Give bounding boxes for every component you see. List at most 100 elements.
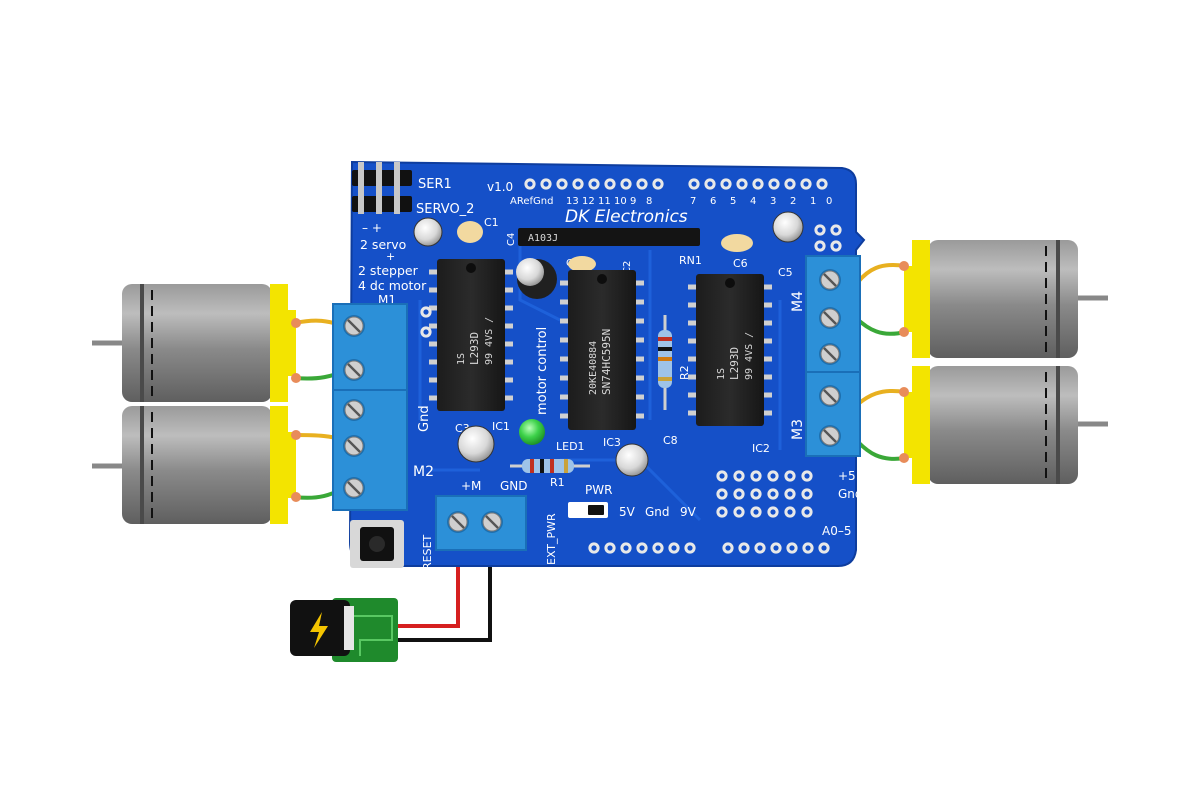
led1-label: LED1	[556, 440, 585, 453]
power-wires	[397, 548, 492, 642]
desc-line-2: 2 stepper	[358, 263, 419, 278]
misc-pad	[420, 306, 432, 318]
power-pad	[620, 542, 632, 554]
plus-m-label: +M	[461, 479, 481, 493]
ceramic-caps	[457, 221, 753, 272]
power-pad	[652, 542, 664, 554]
gnd-top-label: Gnd	[533, 196, 553, 207]
svg-text:A103J: A103J	[528, 233, 558, 244]
digital-pin-label: 5	[730, 196, 736, 207]
ic1-label: IC1	[492, 420, 510, 433]
plus5-label: +5	[838, 469, 856, 483]
motor-tabs	[291, 261, 909, 502]
desc-line-3: 4 dc motor	[358, 278, 427, 293]
9v-label: 9V	[680, 505, 697, 519]
plus-minus-label: – +	[362, 221, 382, 235]
header-pad	[604, 178, 616, 190]
servo-header-ser1	[352, 162, 412, 188]
ic2-label: IC2	[752, 442, 770, 455]
header-pad	[704, 178, 716, 190]
rn1-label: RN1	[679, 254, 702, 267]
black-wire	[397, 548, 492, 642]
servo-header-servo2	[352, 188, 412, 214]
silkscreen: SER1 SERVO_2 v1.0 ARef Gnd DK Electronic…	[358, 177, 863, 570]
c6-label: C6	[733, 257, 748, 270]
desc-line-1: 2 servo	[360, 237, 406, 252]
red-wire	[397, 548, 460, 628]
chip-driver-left: L293D 99 4VS / 1S	[429, 259, 513, 411]
power-pad	[588, 542, 600, 554]
ser1-label: SER1	[418, 177, 452, 192]
gnd-power-label: Gnd	[645, 505, 670, 519]
analog-pad	[733, 470, 745, 482]
terminal-m4[interactable]	[805, 255, 861, 373]
servo-headers[interactable]	[352, 162, 412, 214]
digital-pin-label: 10	[614, 196, 627, 207]
digital-pin-label: 0	[826, 196, 832, 207]
chip-center-line2: 20KE40884	[588, 341, 599, 395]
analog-pad	[754, 542, 766, 554]
analog-pad	[750, 470, 762, 482]
analog-pad	[750, 488, 762, 500]
port-m3-label: M3	[790, 419, 806, 440]
power-jumper[interactable]	[568, 502, 608, 518]
chip-right-line3: 1S	[716, 368, 727, 380]
digital-pin-label: 1	[810, 196, 816, 207]
chip-center-line1: SN74HC595N	[600, 329, 613, 395]
header-pad	[556, 178, 568, 190]
c1-label: C1	[484, 216, 499, 229]
digital-pin-label: 9	[630, 196, 636, 207]
analog-pad	[733, 506, 745, 518]
analog-pad	[738, 542, 750, 554]
c2-label: C2	[622, 261, 633, 274]
analog-pad	[716, 470, 728, 482]
gnd-left-label: Gnd	[417, 405, 432, 432]
terminal-power[interactable]	[435, 495, 527, 551]
misc-pad	[830, 224, 842, 236]
power-pad	[668, 542, 680, 554]
terminal-m3[interactable]	[805, 371, 861, 457]
analog-pad	[802, 542, 814, 554]
digital-pin-label: 6	[710, 196, 716, 207]
lightning-bolt-icon	[310, 612, 328, 648]
gnd-term-label: GND	[500, 479, 528, 493]
a0-5-label: A0–5	[822, 524, 851, 538]
analog-pad	[784, 488, 796, 500]
c4-label: C4	[506, 233, 517, 246]
header-pad	[688, 178, 700, 190]
digital-pin-label: 7	[690, 196, 696, 207]
terminal-m2[interactable]	[332, 389, 408, 511]
misc-pad	[830, 240, 842, 252]
header-pad	[752, 178, 764, 190]
analog-pad	[801, 506, 813, 518]
motor-m4	[904, 240, 1108, 358]
motor-m1	[92, 284, 296, 402]
analog-pad	[716, 488, 728, 500]
chip-driver-right: L293D 99 4VS / 1S	[688, 274, 772, 426]
5v-label: 5V	[619, 505, 636, 519]
digital-pin-label: 8	[646, 196, 652, 207]
c8-label: C8	[663, 434, 678, 447]
c5-label: C5	[778, 266, 793, 279]
reset-button[interactable]	[350, 520, 404, 568]
chip-left-line1: L293D	[468, 332, 481, 365]
analog-pad	[767, 506, 779, 518]
chip-right-line1: L293D	[728, 347, 741, 380]
r2-label: R2	[678, 365, 691, 380]
digital-pin-label: 11	[598, 196, 611, 207]
header-pad	[620, 178, 632, 190]
version-label: v1.0	[487, 180, 513, 194]
reset-label: RESET	[421, 534, 434, 570]
r1-label: R1	[550, 476, 565, 489]
header-pad	[588, 178, 600, 190]
analog-pad	[818, 542, 830, 554]
header-pad	[652, 178, 664, 190]
chip-left-line2: 99 4VS /	[484, 317, 495, 365]
analog-pad	[786, 542, 798, 554]
terminal-m1[interactable]	[332, 303, 408, 391]
header-pad	[816, 178, 828, 190]
misc-pad	[814, 240, 826, 252]
header-pad	[524, 178, 536, 190]
plus-label: +	[386, 250, 395, 263]
